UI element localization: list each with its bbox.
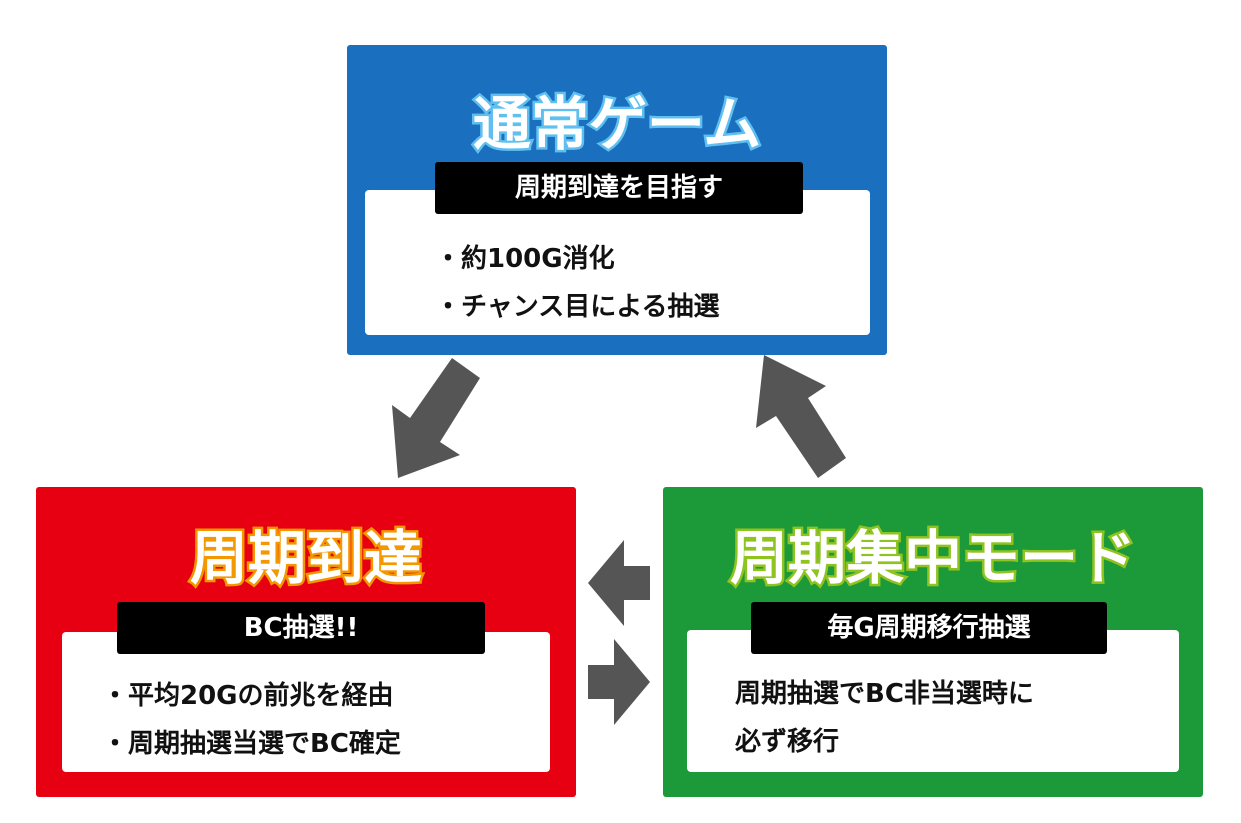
cycle-focus-mode-line: 必ず移行 xyxy=(735,727,840,757)
cycle-reach-title: 周期到達 xyxy=(187,524,424,592)
normal-game-tag: 周期到達を目指す xyxy=(435,162,803,214)
arrow-focus-to-reach-icon xyxy=(588,540,650,626)
cycle-reach-box: 周期到達 ・平均20Gの前兆を経由 ・周期抽選当選でBC確定 BC抽選!! xyxy=(36,487,576,797)
arrow-focus-to-normal-icon xyxy=(756,355,846,478)
arrow-normal-to-reach-icon xyxy=(392,358,480,478)
cycle-reach-tag: BC抽選!! xyxy=(117,602,485,654)
cycle-focus-mode-title: 周期集中モード xyxy=(727,524,1138,592)
cycle-focus-mode-lines: 周期抽選でBC非当選時に 必ず移行 xyxy=(735,670,1034,766)
normal-game-title: 通常ゲーム xyxy=(470,90,763,158)
normal-game-lines: ・約100G消化 ・チャンス目による抽選 xyxy=(435,235,719,331)
cycle-reach-panel: ・平均20Gの前兆を経由 ・周期抽選当選でBC確定 xyxy=(62,632,550,772)
cycle-reach-lines: ・平均20Gの前兆を経由 ・周期抽選当選でBC確定 xyxy=(102,672,401,768)
cycle-reach-line: ・周期抽選当選でBC確定 xyxy=(102,729,401,759)
normal-game-line: ・チャンス目による抽選 xyxy=(435,292,720,322)
arrow-reach-to-focus-icon xyxy=(588,639,650,725)
normal-game-panel: ・約100G消化 ・チャンス目による抽選 xyxy=(365,190,870,335)
cycle-focus-mode-line: 周期抽選でBC非当選時に xyxy=(735,679,1034,709)
cycle-reach-line: ・平均20Gの前兆を経由 xyxy=(102,681,394,711)
cycle-focus-mode-box: 周期集中モード 周期抽選でBC非当選時に 必ず移行 毎G周期移行抽選 xyxy=(663,487,1203,797)
normal-game-line: ・約100G消化 xyxy=(435,244,615,274)
normal-game-box: 通常ゲーム ・約100G消化 ・チャンス目による抽選 周期到達を目指す xyxy=(347,45,887,355)
cycle-focus-mode-tag: 毎G周期移行抽選 xyxy=(751,602,1107,654)
